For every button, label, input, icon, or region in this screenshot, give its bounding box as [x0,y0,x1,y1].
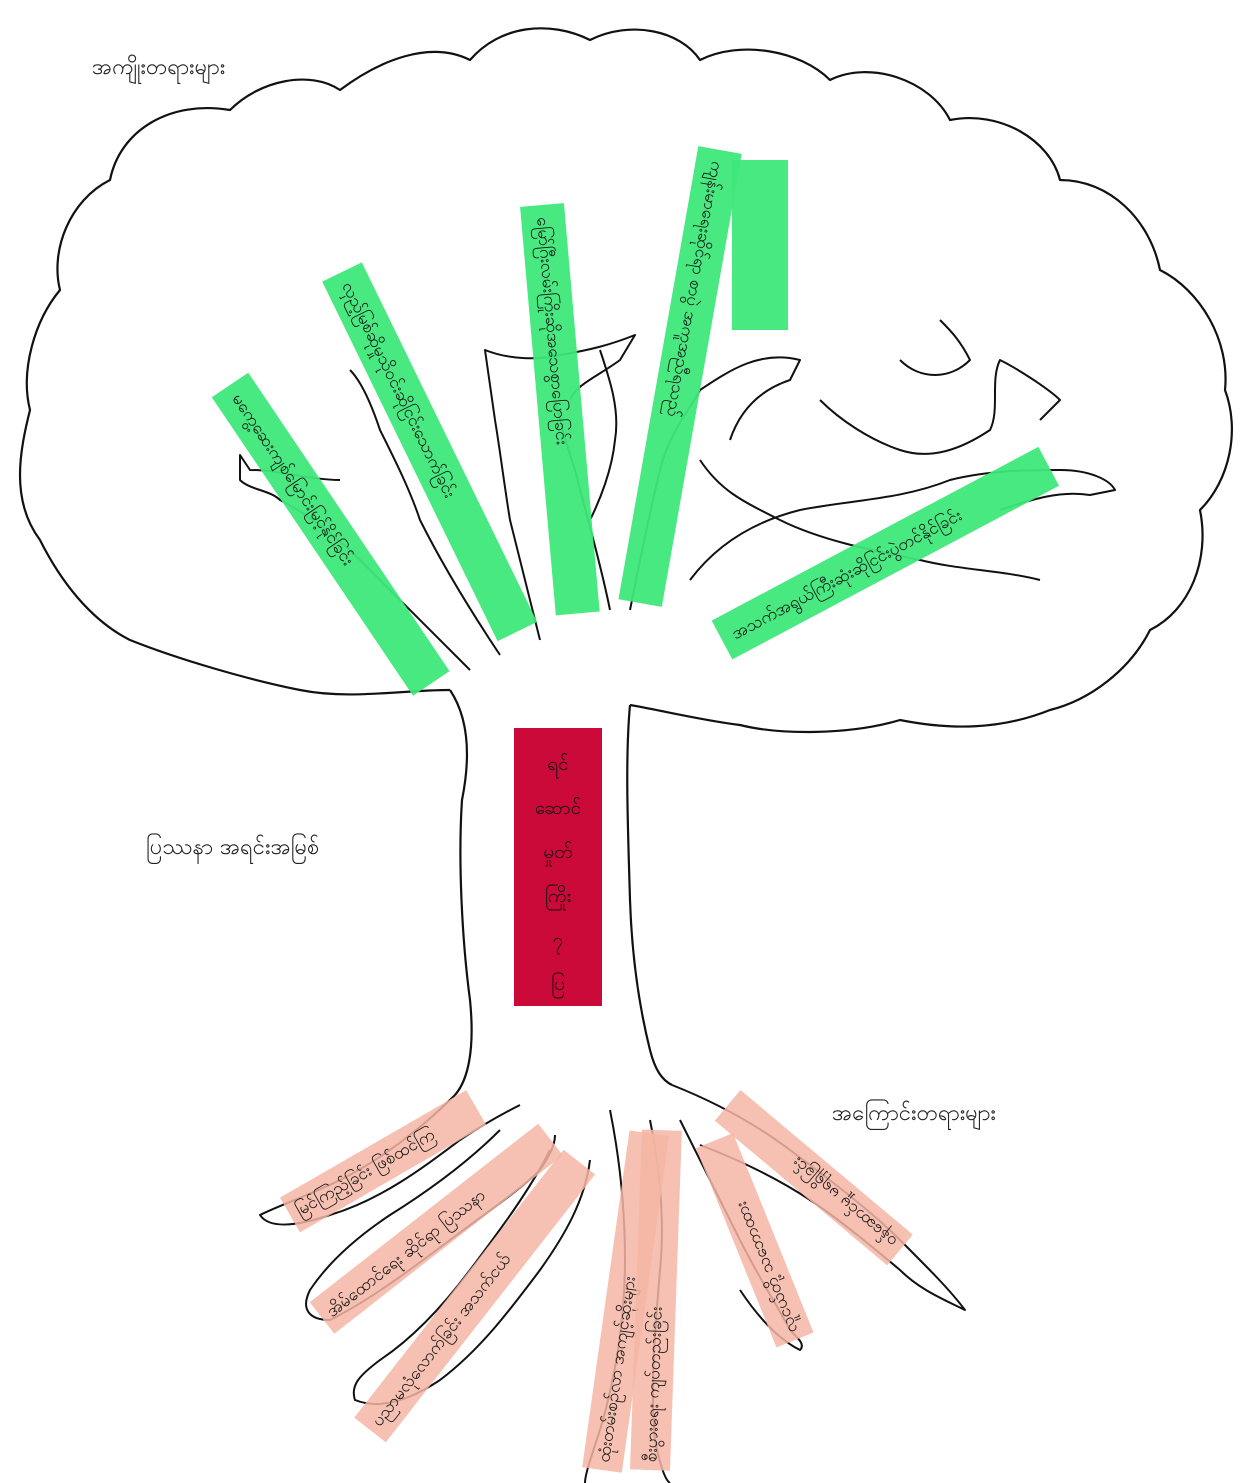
trunk-line: ရင် [547,752,569,779]
trunk-core-problem: ရင် ဆောင် မှုတ် ကြိုး ၇ ပြ [514,728,602,1006]
effect-strip-label: အသက်အရွယ်ကြီးဆုံးဆိုငြင်းပွဲတင်နိုင်ခြင်… [727,504,966,647]
effect-strip-extension [732,160,788,330]
trunk-line: ဆောင် [535,796,581,819]
trunk-line: ပြ [551,971,565,999]
tree-trunk-right [627,705,672,1085]
trunk-line: မှုတ် [543,840,572,867]
tree-canopy-outline [20,28,1232,732]
cause-strip-label: ဝန်ဆောင်မှု မရရှိခြင်း [787,1150,903,1253]
effect-strip: မြော်ဂြီးလမ်းကြိုးဆိုအသေစွာပြောခြင်း [520,203,600,615]
tree-trunk-left [450,690,472,1095]
effect-strip: အသက်အရွယ်ကြီးဆုံးဆိုငြင်းပွဲတင်နိုင်ခြင်… [712,447,1059,660]
causes-label: အကြောင်းတရားများ [832,1098,996,1131]
effect-strips: မကွေ့ဆေးကျစ်မြောင်းမြင့်နိုင်ခြင်း လှည့်… [212,146,1059,696]
effects-label: အကျိုးတရားများ [92,52,225,85]
cause-strip-label: မြင်ကြည့်ခြင်း ဖြစ်ထင်ကြ [291,1123,439,1223]
trunk-line: ကြိုး [545,883,572,911]
core-problem-label: ပြဿနာ အရင်းအမြစ် [146,832,319,865]
cause-strips: မြင်ကြည့်ခြင်း ဖြစ်ထင်ကြ အိမ်ထောင်ရေး ဆိ… [280,1090,913,1473]
